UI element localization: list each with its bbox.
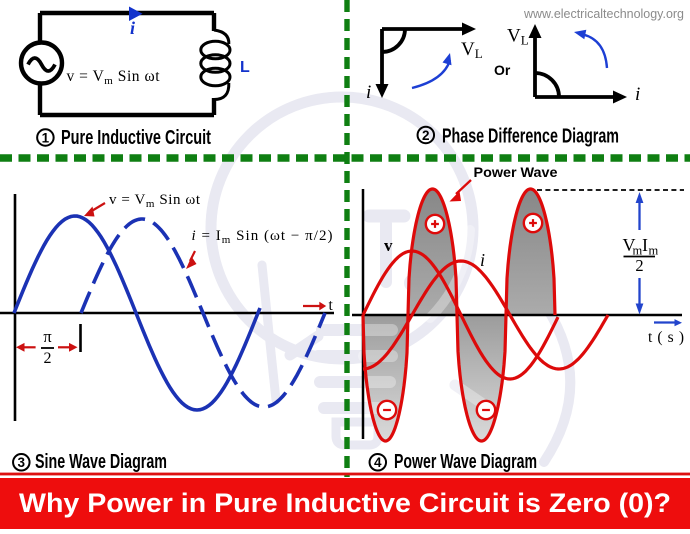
svg-text:4: 4 xyxy=(374,455,382,470)
svg-text:Power Wave Diagram: Power Wave Diagram xyxy=(394,451,537,473)
svg-text:v = Vm Sin ωt: v = Vm Sin ωt xyxy=(109,192,201,210)
svg-text:Or: Or xyxy=(494,62,511,78)
svg-text:Phase Difference Diagram: Phase Difference Diagram xyxy=(442,126,619,148)
svg-text:m: m xyxy=(649,244,659,258)
svg-text:3: 3 xyxy=(18,455,26,470)
svg-text:L: L xyxy=(240,59,250,76)
svg-text:2: 2 xyxy=(422,128,430,143)
svg-text:i: i xyxy=(635,84,640,105)
svg-text:Why Power in Pure Inductive Ci: Why Power in Pure Inductive Circuit is Z… xyxy=(19,488,671,518)
svg-text:v: v xyxy=(384,236,393,255)
svg-text:i = Im Sin (ωt − π/2): i = Im Sin (ωt − π/2) xyxy=(192,228,333,246)
svg-text:I: I xyxy=(642,235,648,255)
svg-text:π: π xyxy=(43,327,52,346)
svg-text:Sine Wave Diagram: Sine Wave Diagram xyxy=(35,451,167,473)
svg-text:t ( s ): t ( s ) xyxy=(648,329,684,346)
svg-text:2: 2 xyxy=(635,256,643,275)
svg-text:v = Vm Sin ωt: v = Vm Sin ωt xyxy=(67,68,161,87)
svg-text:m: m xyxy=(633,244,643,258)
svg-text:i: i xyxy=(480,250,485,270)
svg-text:Power Wave: Power Wave xyxy=(474,164,558,180)
svg-text:Pure Inductive Circuit: Pure Inductive Circuit xyxy=(61,127,211,149)
svg-text:V: V xyxy=(623,235,636,255)
svg-text:1: 1 xyxy=(42,130,50,145)
svg-text:t: t xyxy=(329,297,334,314)
svg-text:2: 2 xyxy=(44,350,52,367)
svg-text:www.electricaltechnology.org: www.electricaltechnology.org xyxy=(523,6,684,21)
svg-text:i: i xyxy=(130,18,135,38)
svg-text:i: i xyxy=(366,82,371,103)
